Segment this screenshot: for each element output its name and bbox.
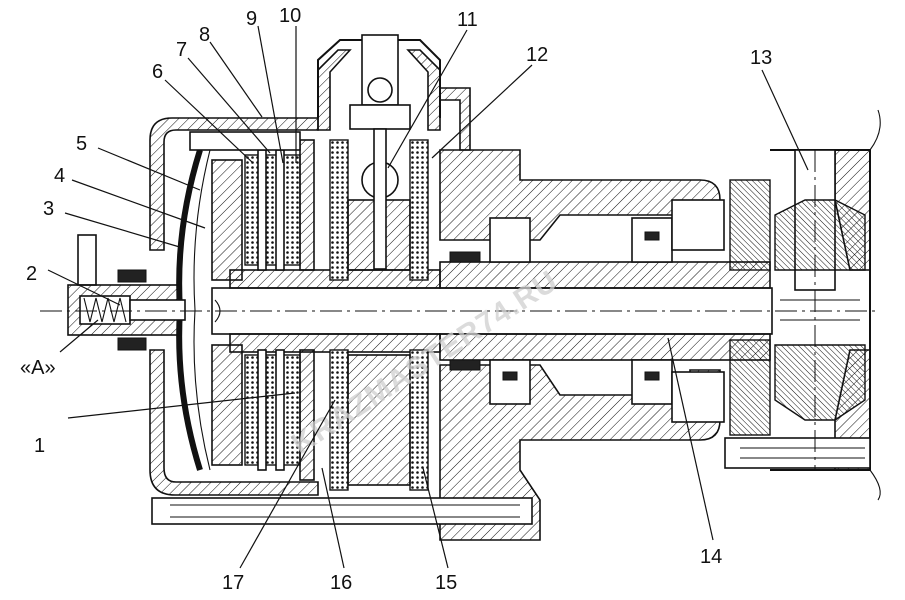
callout-7: 7	[176, 39, 187, 61]
callout-8: 8	[199, 24, 210, 46]
gearbox-body	[439, 109, 881, 541]
callout-15: 15	[435, 572, 457, 594]
callout-3: 3	[43, 198, 54, 220]
callout-5: 5	[76, 133, 87, 155]
callout-6: 6	[152, 61, 163, 83]
callout-4: 4	[54, 165, 65, 187]
callout-view-a: «А»	[20, 357, 56, 379]
callout-10: 10	[279, 5, 301, 27]
leader-lines	[47, 25, 809, 569]
valve-assembly	[67, 234, 186, 351]
clutch-housing	[149, 39, 471, 496]
callout-9: 9	[246, 8, 257, 30]
callout-12: 12	[526, 44, 548, 66]
callout-17: 17	[222, 572, 244, 594]
shift-fork	[349, 34, 411, 270]
callout-16: 16	[330, 572, 352, 594]
callout-14: 14	[700, 546, 722, 568]
callout-13: 13	[750, 47, 772, 69]
callout-11: 11	[457, 9, 478, 31]
housing-bolts	[151, 131, 871, 525]
clutch-disc-pack	[244, 139, 429, 491]
bevel-gear	[774, 149, 866, 421]
callout-2: 2	[26, 263, 37, 285]
callout-labels: 1 2 3 4 5 6 7 8 9 10 11 12 13 14 15 16 1…	[20, 5, 772, 594]
callout-1: 1	[34, 435, 45, 457]
